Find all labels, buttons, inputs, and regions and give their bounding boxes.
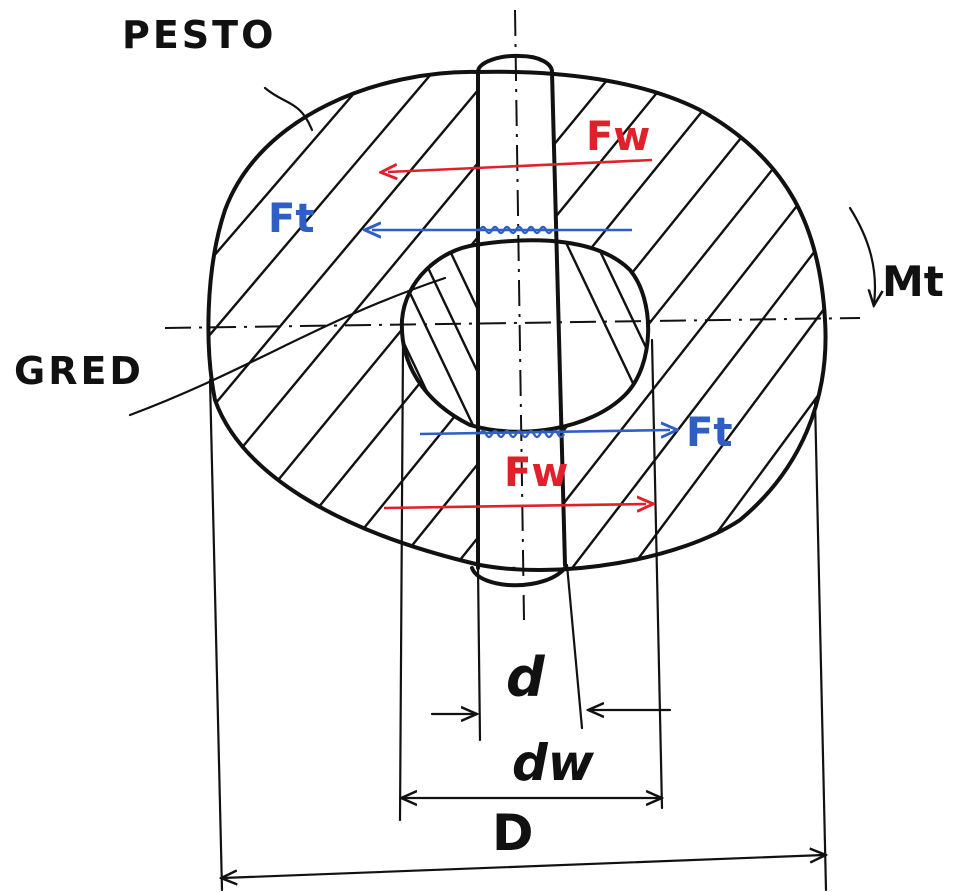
label-d: d <box>506 646 546 709</box>
pin <box>470 53 567 588</box>
leader-pesto <box>263 86 314 132</box>
torque-arrow <box>848 206 875 304</box>
leader-gred <box>128 276 447 417</box>
shaft-outline <box>399 238 651 434</box>
force-t-top-spring <box>478 225 554 235</box>
force-t-bottom-spring <box>478 429 566 439</box>
label-gred: GRED <box>14 349 144 393</box>
extension-lines <box>208 338 828 892</box>
force-w-bottom-arrow <box>383 504 646 508</box>
label-dw: dw <box>512 734 595 792</box>
hub-outline <box>206 69 828 572</box>
label-ft-top: Ft <box>268 196 314 242</box>
label-fw-top: Fw <box>586 114 650 160</box>
label-ft-bottom: Ft <box>686 410 732 456</box>
label-pesto: PESTO <box>122 13 276 57</box>
force-w-top-arrow <box>388 158 653 172</box>
label-mt: Mt <box>882 257 944 306</box>
label-D: D <box>492 804 534 862</box>
label-fw-bottom: Fw <box>504 450 568 496</box>
horizontal-axis <box>164 317 861 329</box>
vertical-axis <box>514 9 525 621</box>
dim-line-D <box>223 855 824 878</box>
